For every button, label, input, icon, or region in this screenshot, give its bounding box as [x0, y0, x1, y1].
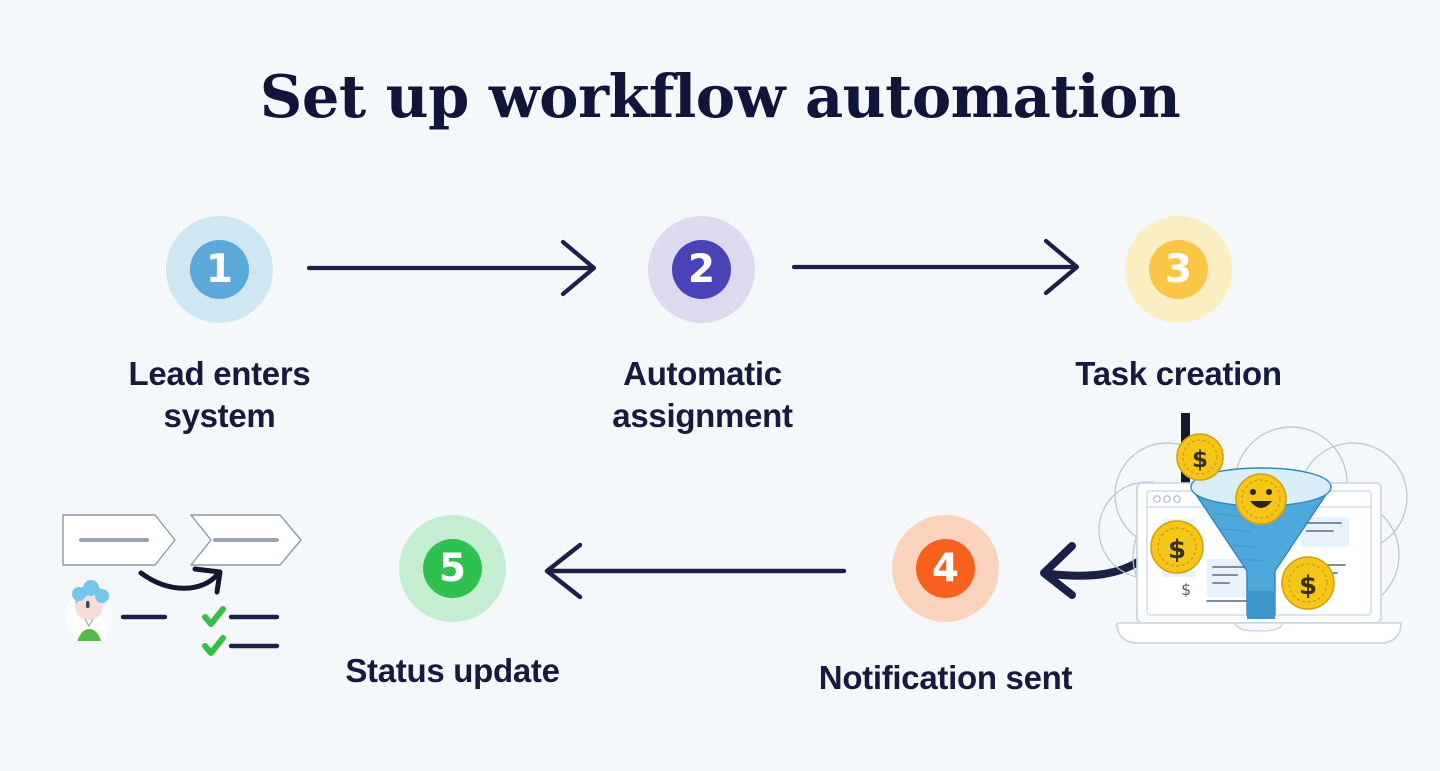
- arrow-illustration-to-step4: [1040, 542, 1148, 599]
- coin-right: $: [1281, 556, 1335, 610]
- step-2-number: 2: [687, 247, 716, 292]
- step-3-number-badge: 3: [1149, 240, 1208, 299]
- arrow-step2-to-step3: [791, 238, 1080, 296]
- workflow-approval-illustration: [62, 514, 302, 656]
- step-4-number-badge: 4: [916, 539, 975, 598]
- curved-arrow-icon: [138, 566, 223, 595]
- coin-left: $: [1150, 520, 1204, 574]
- coin-top: $: [1176, 433, 1224, 481]
- step-2-label: Automatic assignment: [612, 355, 793, 434]
- checklist-row-2: [202, 635, 280, 656]
- chevron-box-2: [190, 514, 302, 566]
- step-1-number: 1: [205, 247, 234, 292]
- page-title: Set up workflow automation: [259, 62, 1181, 131]
- chevron-box-1: [62, 514, 176, 566]
- svg-text:$: $: [1192, 447, 1208, 473]
- step-5-number: 5: [438, 546, 467, 591]
- small-dollar-glyph: $: [1181, 580, 1191, 599]
- checklist-row-1: [202, 606, 280, 627]
- step-2-number-badge: 2: [672, 240, 731, 299]
- svg-text:$: $: [1299, 571, 1317, 601]
- step-5-label: Status update: [345, 652, 560, 689]
- coin-smiley: [1235, 473, 1287, 525]
- step-1-number-badge: 1: [190, 240, 249, 299]
- step-5-number-badge: 5: [423, 539, 482, 598]
- laptop-base: [1116, 622, 1402, 644]
- avatar: [65, 580, 113, 641]
- step-4-label: Notification sent: [818, 659, 1073, 696]
- funnel-icon: [1190, 467, 1332, 619]
- arrow-step1-to-step2: [306, 239, 597, 297]
- step-3-number: 3: [1164, 247, 1193, 292]
- svg-text:$: $: [1168, 535, 1186, 565]
- step-1-label: Lead enters system: [128, 355, 311, 434]
- step-4-number: 4: [931, 546, 960, 591]
- step-3-label: Task creation: [1075, 355, 1282, 392]
- arrow-step4-to-step5: [544, 542, 847, 600]
- sales-funnel-laptop-illustration: $ $ $ $: [1098, 413, 1408, 644]
